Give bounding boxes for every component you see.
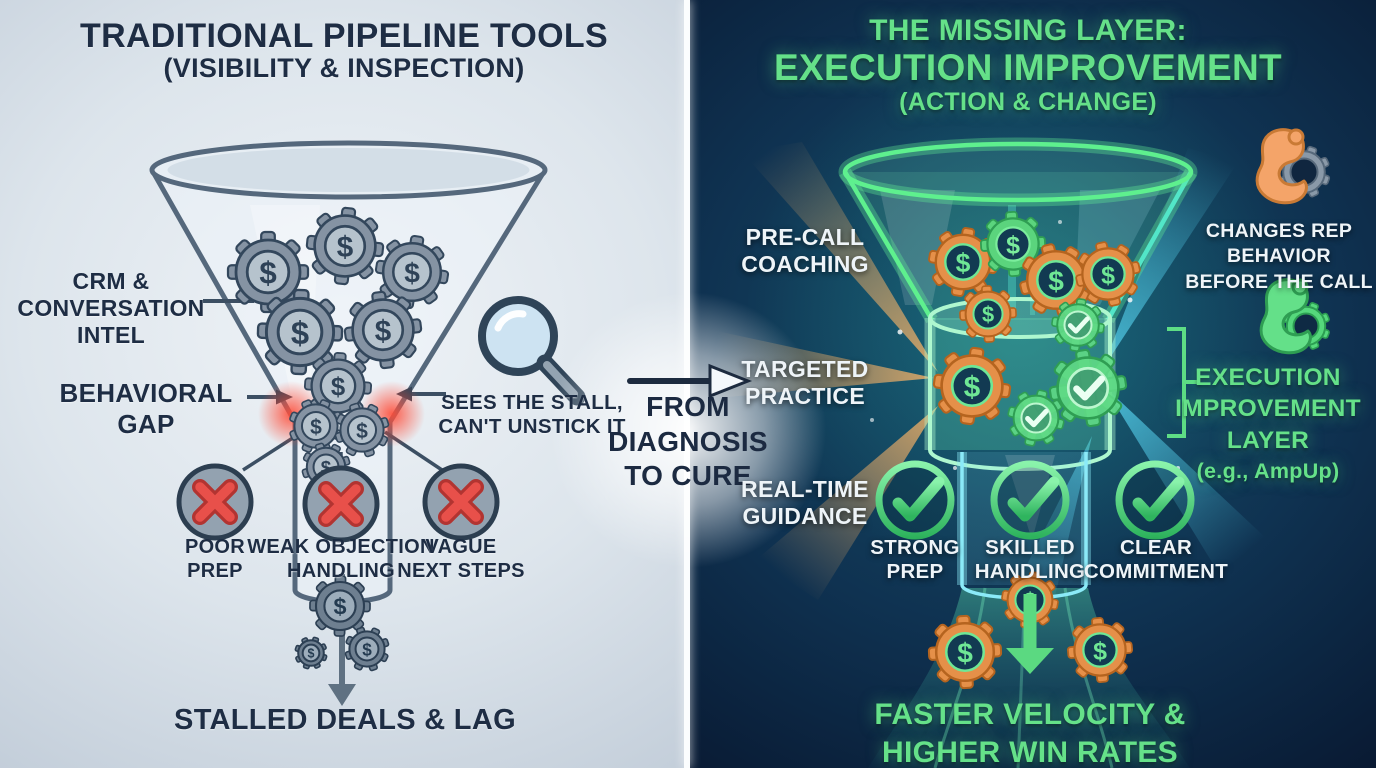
dollar-gear-icon: $ xyxy=(334,402,390,458)
left-title: TRADITIONAL PIPELINE TOOLS xyxy=(80,17,608,55)
muscle-gear-icon-green xyxy=(1259,278,1330,355)
dollar-glyph: $ xyxy=(308,647,315,661)
dollar-gear-icon: $ xyxy=(1019,243,1093,317)
right-title-line1: THE MISSING LAYER: xyxy=(869,14,1187,47)
dollar-glyph: $ xyxy=(1101,261,1115,289)
dollar-glyph: $ xyxy=(1048,265,1064,296)
dollar-glyph: $ xyxy=(362,639,372,659)
dollar-gear-icon: $ xyxy=(344,626,390,672)
failure-label-weak-objection: WEAK OBJECTION HANDLING xyxy=(247,536,435,582)
center-glow xyxy=(550,292,826,568)
check-gear-icon xyxy=(1007,389,1065,447)
x-icon xyxy=(176,463,254,541)
dollar-gear-icon: $ xyxy=(289,399,343,453)
check-icon xyxy=(1115,460,1195,540)
execution-layer-label: EXECUTION IMPROVEMENT LAYER (e.g., AmpUp… xyxy=(1158,362,1376,486)
transition-arrow-icon xyxy=(627,363,753,399)
dollar-glyph: $ xyxy=(321,457,332,478)
dollar-gear-icon: $ xyxy=(343,290,423,370)
input-label-targeted-practice: TARGETED PRACTICE xyxy=(741,356,869,410)
dollar-glyph: $ xyxy=(291,314,309,351)
dollar-gear-icon: $ xyxy=(927,614,1003,690)
dollar-gear-icon: $ xyxy=(1075,241,1141,307)
gear-cluster-left: $$$$$$$$$$ xyxy=(226,206,450,523)
dollar-glyph: $ xyxy=(310,416,322,439)
execution-layer-sublabel: (e.g., AmpUp) xyxy=(1196,459,1340,484)
dollar-gear-icon: $ xyxy=(305,206,385,286)
behavior-note-label: CHANGES REP BEHAVIOR BEFORE THE CALL xyxy=(1185,220,1373,293)
dollar-glyph: $ xyxy=(982,302,994,327)
input-label-pre-call-coaching: PRE-CALL COACHING xyxy=(741,224,869,278)
crm-conversation-intel-label: CRM & CONVERSATION INTEL xyxy=(17,268,205,349)
gear-icon xyxy=(1282,302,1330,350)
gear-cluster-right: $ $ $ $ $ $ xyxy=(928,211,1141,447)
left-title-block: TRADITIONAL PIPELINE TOOLS (VISIBILITY &… xyxy=(40,18,648,84)
dollar-glyph: $ xyxy=(957,637,973,668)
check-icon xyxy=(990,460,1070,540)
failure-label-poor-prep: POOR PREP xyxy=(184,536,246,582)
dollar-gear-icon: $ xyxy=(959,285,1017,343)
dollar-gear-icon: $ xyxy=(309,575,371,637)
check-gear-icon xyxy=(1048,348,1128,428)
dollar-gear-icon: $ xyxy=(226,230,310,314)
input-label-real-time-guidance: REAL-TIME GUIDANCE xyxy=(741,476,869,530)
gear-cluster-left-bottom: $ $ $ xyxy=(294,575,390,672)
check-gear-icon xyxy=(1051,298,1105,352)
win-label-clear-commitment: CLEAR COMMITMENT xyxy=(1083,536,1229,584)
dollar-glyph: $ xyxy=(404,257,420,288)
dollar-glyph: $ xyxy=(375,315,392,348)
dollar-gear-icon: $ xyxy=(374,234,450,310)
dollar-gear-icon: $ xyxy=(1066,616,1134,684)
transition-label: FROM DIAGNOSIS TO CURE xyxy=(608,391,768,492)
dollar-gear-icon: $ xyxy=(980,211,1046,277)
dollar-glyph: $ xyxy=(259,256,276,291)
left-subtitle: (VISIBILITY & INSPECTION) xyxy=(163,53,525,84)
right-subtitle: (ACTION & CHANGE) xyxy=(899,87,1157,116)
dollar-gear-icon: $ xyxy=(294,636,328,670)
down-arrow-icon-green xyxy=(1006,594,1054,674)
dollar-glyph: $ xyxy=(356,420,368,443)
dollar-glyph: $ xyxy=(956,248,971,278)
dollar-glyph: $ xyxy=(1093,637,1107,665)
dollar-glyph: $ xyxy=(333,594,346,620)
dollar-gear-icon: $ xyxy=(256,288,344,376)
x-icon xyxy=(302,465,380,543)
right-title-block: THE MISSING LAYER: EXECUTION IMPROVEMENT… xyxy=(708,14,1348,116)
win-label-skilled-handling: SKILLED HANDLING xyxy=(974,536,1086,584)
dollar-glyph: $ xyxy=(1006,231,1020,259)
dollar-gear-icon: $ xyxy=(932,346,1012,426)
x-icon xyxy=(422,463,500,541)
left-outcome-label: STALLED DEALS & LAG xyxy=(174,704,516,736)
muscle-gear-icon-orange xyxy=(1255,128,1331,205)
dollar-glyph: $ xyxy=(337,231,354,264)
right-outcome-label: FASTER VELOCITY & HIGHER WIN RATES xyxy=(874,698,1186,768)
win-label-strong-prep: STRONG PREP xyxy=(870,536,960,584)
sparkles xyxy=(870,220,1180,470)
gear-cluster-right-bottom: $$$ xyxy=(927,571,1134,690)
check-icon xyxy=(875,460,955,540)
dollar-glyph: $ xyxy=(964,371,981,404)
right-title-line2: EXECUTION IMPROVEMENT xyxy=(774,46,1282,88)
behavioral-gap-label: BEHAVIORAL GAP xyxy=(59,378,233,439)
stall-caption: SEES THE STALL, CAN'T UNSTICK IT xyxy=(438,391,626,439)
layer-bracket xyxy=(1167,327,1198,438)
failure-label-vague-next-steps: VAGUE NEXT STEPS xyxy=(397,536,525,582)
dollar-gear-icon: $ xyxy=(928,227,998,297)
dollar-glyph: $ xyxy=(331,374,345,402)
